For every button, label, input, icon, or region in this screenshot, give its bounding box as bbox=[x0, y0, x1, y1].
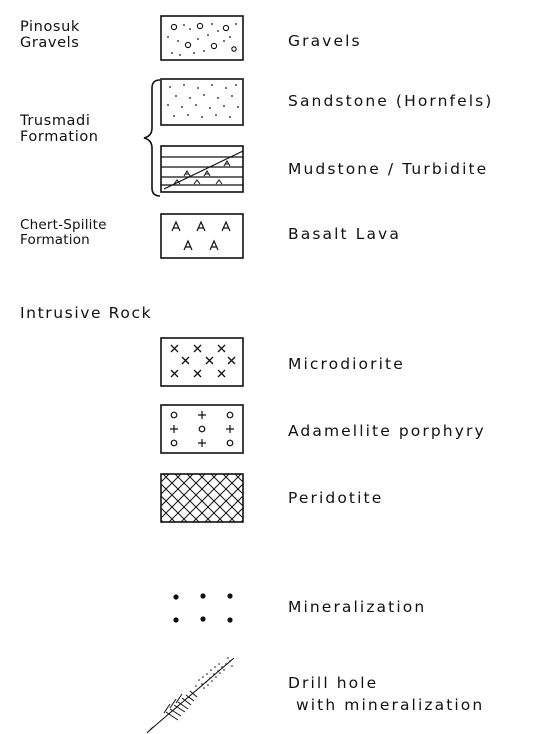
sandstone-hornfels-label: Sandstone (Hornfels) bbox=[288, 92, 494, 110]
group-label-line: Gravels bbox=[20, 34, 80, 51]
gravel-pattern bbox=[160, 15, 244, 61]
trusmadi-formation-group: Trusmadi Formation bbox=[20, 113, 99, 145]
intrusive-rock-heading: Intrusive Rock bbox=[20, 304, 153, 322]
chert-spilite-formation-group: Chert-Spilite Formation bbox=[20, 218, 107, 247]
microdiorite-label: Microdiorite bbox=[288, 355, 405, 373]
drill-hole-label: Drill hole with mineralization bbox=[288, 672, 484, 717]
drill-hole-symbol bbox=[146, 657, 235, 734]
drill-hole-label-line: with mineralization bbox=[296, 696, 485, 715]
adamellite-porphyry-label: Adamellite porphyry bbox=[288, 422, 486, 440]
group-label-line: Trusmadi bbox=[20, 113, 91, 129]
peridotite-pattern bbox=[160, 473, 244, 523]
drill-hole-label-line: Drill hole bbox=[288, 674, 379, 692]
basalt-lava-label: Basalt Lava bbox=[288, 225, 401, 243]
group-label-line: Formation bbox=[20, 128, 99, 145]
sandstone-pattern bbox=[160, 78, 244, 126]
trusmadi-brace bbox=[143, 79, 161, 197]
group-label-line: Pinosuk bbox=[20, 19, 80, 35]
gravels-label: Gravels bbox=[288, 32, 362, 50]
group-label-line: Formation bbox=[20, 231, 90, 248]
mineralization-dots bbox=[173, 593, 233, 623]
basalt-pattern bbox=[160, 213, 244, 259]
mudstone-turbidite-label: Mudstone / Turbidite bbox=[288, 160, 489, 178]
mudstone-pattern bbox=[160, 145, 244, 193]
pinosuk-gravels-group: Pinosuk Gravels bbox=[20, 19, 80, 51]
adamellite-pattern bbox=[160, 404, 244, 454]
mineralization-label: Mineralization bbox=[288, 598, 427, 616]
group-label-line: Chert-Spilite bbox=[20, 217, 107, 233]
microdiorite-pattern bbox=[160, 337, 244, 387]
peridotite-label: Peridotite bbox=[288, 489, 384, 507]
